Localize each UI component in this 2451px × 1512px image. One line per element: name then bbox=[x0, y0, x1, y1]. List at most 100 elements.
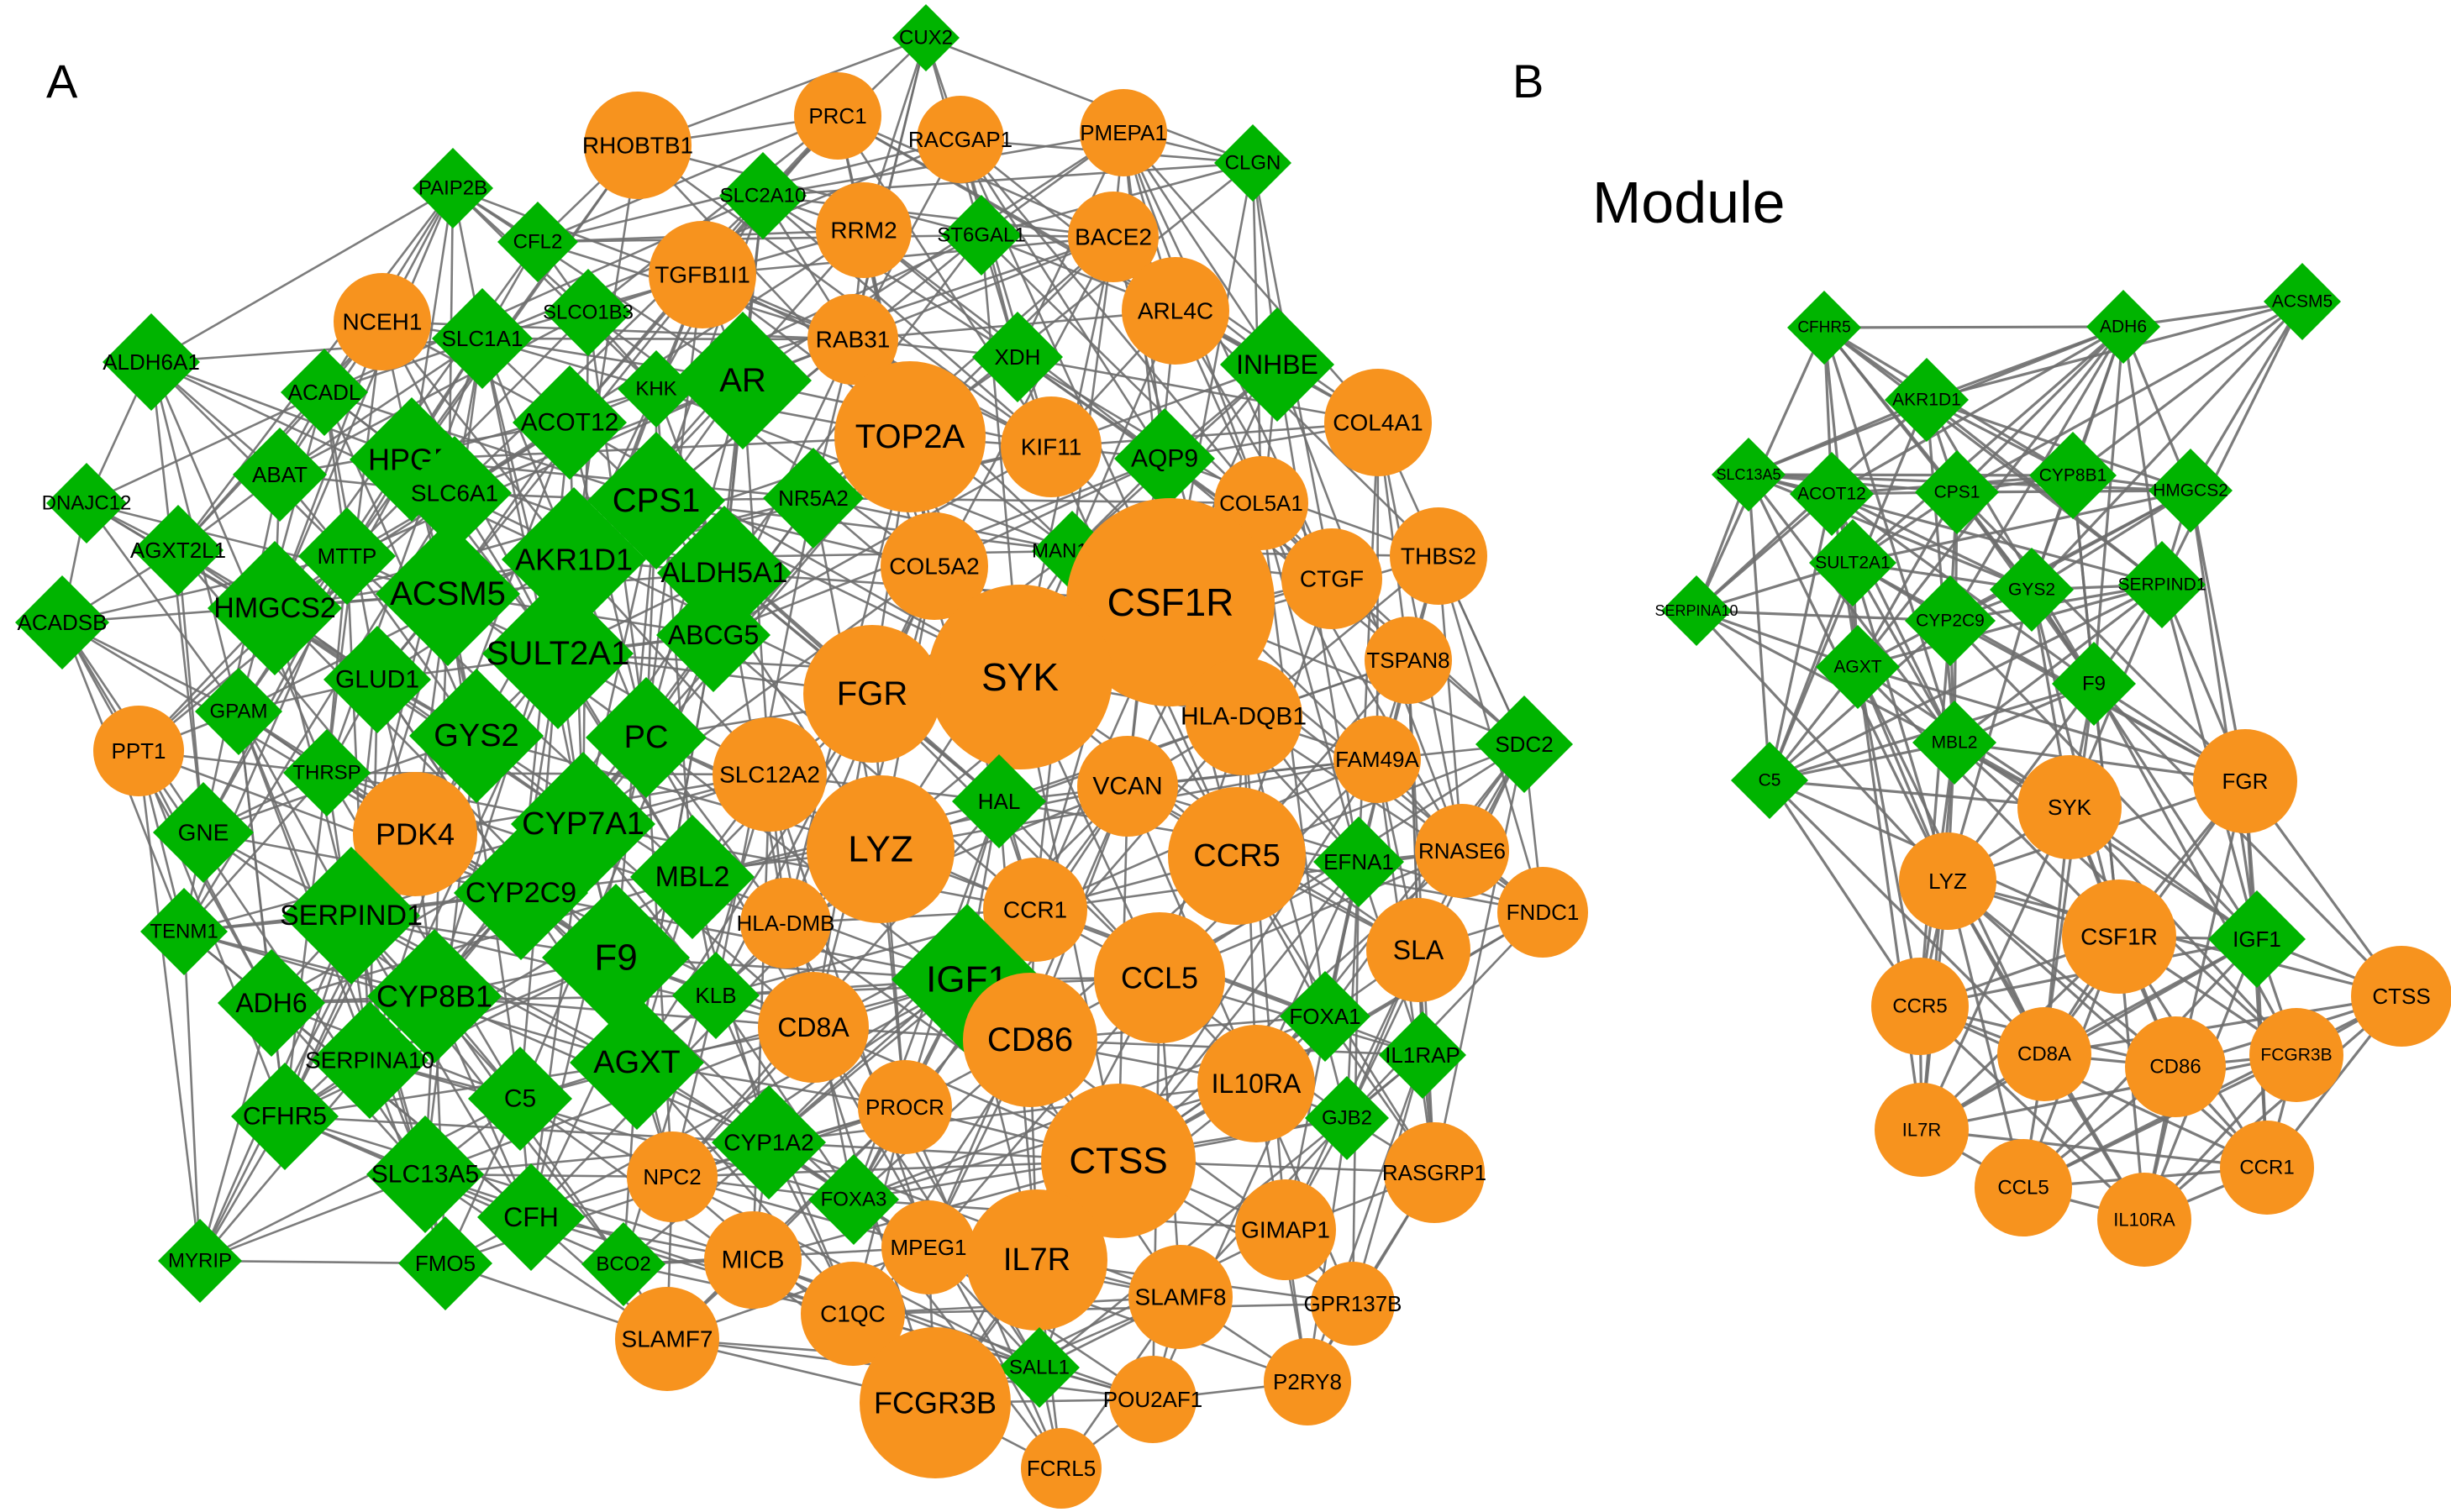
node-label: SLC1A1 bbox=[442, 326, 523, 351]
node-label: LYZ bbox=[848, 829, 913, 870]
network-a-edge bbox=[587, 311, 935, 568]
network-a-node-prc1: PRC1 bbox=[794, 72, 881, 160]
circle-node-shape bbox=[2125, 1016, 2226, 1117]
network-a-node-slamf7: SLAMF7 bbox=[615, 1287, 719, 1391]
network-a-node-fgr: FGR bbox=[803, 625, 941, 763]
network-a-edge bbox=[198, 1002, 273, 1262]
circle-node-shape bbox=[2017, 755, 2122, 859]
diamond-node-shape bbox=[719, 152, 807, 239]
node-label: SLC13A5 bbox=[1716, 466, 1780, 483]
network-a-node-aldh6a1: ALDH6A1 bbox=[103, 313, 200, 411]
node-label: ALDH5A1 bbox=[660, 557, 787, 589]
network-b-edge bbox=[1823, 325, 2124, 329]
network-a-node-npc2: NPC2 bbox=[627, 1131, 718, 1222]
network-a-node-cyp8b1: CYP8B1 bbox=[367, 929, 502, 1063]
network-a-node-csf1r: CSF1R bbox=[1066, 498, 1275, 706]
network-b-edge bbox=[2092, 682, 2403, 998]
network-b-node-sult2a1: SULT2A1 bbox=[1809, 519, 1896, 606]
diamond-node-shape bbox=[2208, 890, 2306, 988]
node-label: ACSM5 bbox=[2272, 292, 2333, 312]
network-b-node-ctss: CTSS bbox=[2351, 946, 2451, 1047]
node-label: CCR5 bbox=[1892, 995, 1947, 1018]
node-label: AQP9 bbox=[1131, 445, 1198, 473]
network-a-edge bbox=[530, 1215, 854, 1315]
network-a-edge bbox=[587, 114, 839, 314]
diamond-node-shape bbox=[2118, 541, 2206, 628]
node-label: PMEPA1 bbox=[1080, 120, 1167, 145]
network-b-node-akr1d1: AKR1D1 bbox=[1885, 358, 1969, 442]
node-label: FNDC1 bbox=[1507, 900, 1580, 925]
network-a-node-gpr137b: GPR137B bbox=[1303, 1262, 1402, 1346]
network-a-node-col5a2: COL5A2 bbox=[881, 512, 988, 620]
network-a-node-ccl5: CCL5 bbox=[1094, 912, 1225, 1043]
node-label: TOP2A bbox=[855, 418, 965, 455]
network-b-edge bbox=[1946, 880, 2025, 1189]
network-b-edge bbox=[2072, 300, 2303, 477]
diamond-node-shape bbox=[195, 668, 282, 755]
network-a-node-foxa3: FOXA3 bbox=[808, 1154, 899, 1245]
network-a-node-serpina10: SERPINA10 bbox=[305, 1001, 434, 1119]
network-a-edge bbox=[150, 337, 483, 364]
network-a-node-fcrl5: FCRL5 bbox=[1021, 1428, 1102, 1509]
node-label: MYRIP bbox=[168, 1250, 232, 1273]
network-a-node-micb: MICB bbox=[704, 1211, 802, 1309]
network-b-edge bbox=[2030, 300, 2304, 591]
node-label: PAIP2B bbox=[418, 177, 487, 200]
network-a-node-thbs2: THBS2 bbox=[1390, 507, 1487, 605]
node-label: PDK4 bbox=[376, 817, 455, 852]
network-b-edge bbox=[2160, 301, 2304, 585]
diamond-node-shape bbox=[366, 1116, 484, 1233]
network-b-node-serpina10: SERPINA10 bbox=[1654, 575, 1738, 646]
circle-node-shape bbox=[966, 1189, 1107, 1331]
node-label: AGXT2L1 bbox=[130, 538, 226, 563]
network-a-edge bbox=[199, 1097, 521, 1263]
network-a-edge bbox=[959, 139, 1053, 448]
circle-node-shape bbox=[1041, 1084, 1196, 1238]
network-b-node-cfhr5: CFHR5 bbox=[1787, 291, 1861, 365]
network-b-node-slc13a5: SLC13A5 bbox=[1712, 438, 1786, 512]
network-a-edge bbox=[1437, 555, 1464, 852]
node-label: SLC13A5 bbox=[371, 1161, 479, 1189]
network-a-edge bbox=[202, 474, 281, 833]
network-a-node-acot12: ACOT12 bbox=[513, 365, 627, 480]
node-label: RAB31 bbox=[816, 327, 891, 353]
circle-node-shape bbox=[1997, 1007, 2091, 1101]
node-label: PC bbox=[624, 720, 669, 755]
node-label: SALL1 bbox=[1009, 1357, 1070, 1379]
network-a-edge bbox=[1122, 132, 1279, 365]
circle-node-shape bbox=[2193, 729, 2297, 833]
node-label: GYS2 bbox=[434, 718, 518, 753]
node-label: IL10RA bbox=[1212, 1068, 1302, 1099]
diamond-node-shape bbox=[892, 4, 960, 71]
diamond-node-shape bbox=[544, 269, 632, 356]
network-a-node-sdc2: SDC2 bbox=[1475, 696, 1573, 793]
network-a-edge bbox=[852, 1302, 1354, 1315]
circle-node-shape bbox=[584, 92, 692, 199]
network-a-edge bbox=[137, 750, 202, 1262]
node-label: GLUD1 bbox=[335, 666, 419, 694]
network-a-node-paip2b: PAIP2B bbox=[413, 148, 493, 228]
network-b-node-syk: SYK bbox=[2017, 755, 2122, 859]
diamond-node-shape bbox=[808, 1154, 899, 1245]
node-label: CYP2C9 bbox=[1916, 612, 1985, 631]
circle-node-shape bbox=[1068, 192, 1159, 282]
network-b-edge bbox=[1822, 327, 2033, 591]
diamond-node-shape bbox=[283, 729, 371, 816]
network-b-edge bbox=[1921, 937, 2258, 1131]
network-a-node-hal: HAL bbox=[952, 754, 1046, 848]
diamond-node-shape bbox=[1912, 701, 1996, 785]
node-label: GPR137B bbox=[1303, 1291, 1402, 1316]
network-a-node-slc13a5: SLC13A5 bbox=[366, 1116, 484, 1233]
network-a-edge bbox=[454, 491, 873, 696]
node-label: SULT2A1 bbox=[1815, 554, 1891, 573]
node-label: FMO5 bbox=[415, 1251, 476, 1276]
network-a-edge bbox=[852, 235, 1114, 341]
network-b-edge bbox=[1831, 492, 2033, 591]
network-b-edge bbox=[2043, 683, 2096, 1055]
network-b-edge bbox=[1695, 609, 1949, 883]
network-a-node-c1qc: C1QC bbox=[801, 1262, 905, 1366]
network-b-edge bbox=[1768, 779, 2046, 1056]
network-b-node-ccl5: CCL5 bbox=[1975, 1139, 2072, 1236]
diamond-node-shape bbox=[1280, 971, 1370, 1062]
network-a-node-slc12a2: SLC12A2 bbox=[713, 717, 827, 832]
